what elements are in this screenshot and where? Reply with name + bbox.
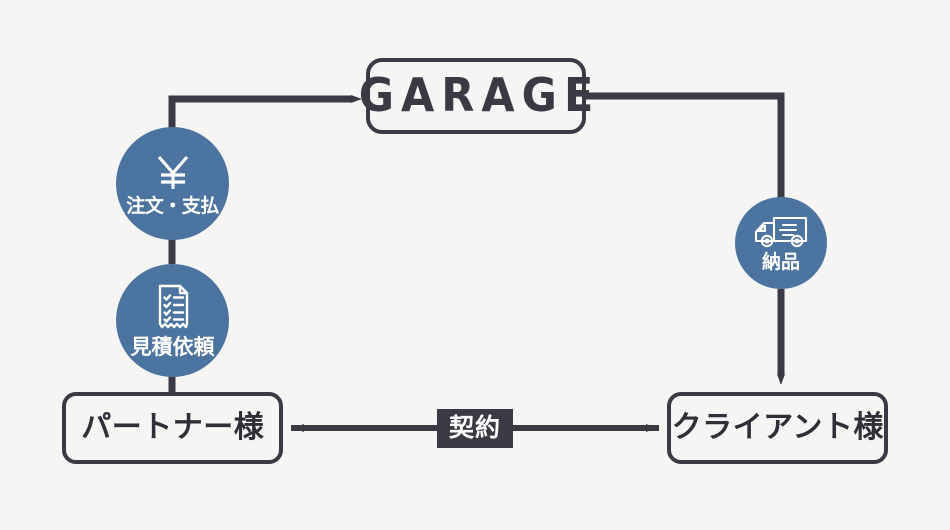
- delivery-truck-icon: [752, 214, 810, 250]
- party-client-box: クライアント様: [667, 392, 888, 464]
- step-delivery: 納品: [735, 197, 827, 289]
- step-order-payment-label: 注文・支払: [126, 195, 219, 217]
- party-partner-name: パートナー: [81, 411, 234, 444]
- connector-garage-to-delivery: [586, 92, 785, 200]
- step-order-payment: 注文・支払: [116, 127, 229, 240]
- document-checklist-icon: [153, 284, 193, 331]
- party-client-honorific: 様: [853, 411, 884, 444]
- yen-icon: [152, 152, 194, 192]
- party-client-name: クライアント: [671, 411, 854, 444]
- party-partner-honorific: 様: [233, 411, 264, 444]
- contract-badge: 契約: [437, 409, 513, 448]
- step-quote-request: 見積依頼: [116, 264, 229, 377]
- garage-logo-text: GARAGE: [358, 68, 601, 123]
- party-partner-box: パートナー様: [62, 392, 283, 464]
- connector-order-to-garage: [168, 99, 352, 132]
- garage-hub-box: GARAGE: [359, 58, 593, 134]
- step-delivery-label: 納品: [761, 252, 800, 273]
- contract-badge-label: 契約: [448, 414, 501, 442]
- step-quote-request-label: 見積依頼: [130, 335, 215, 359]
